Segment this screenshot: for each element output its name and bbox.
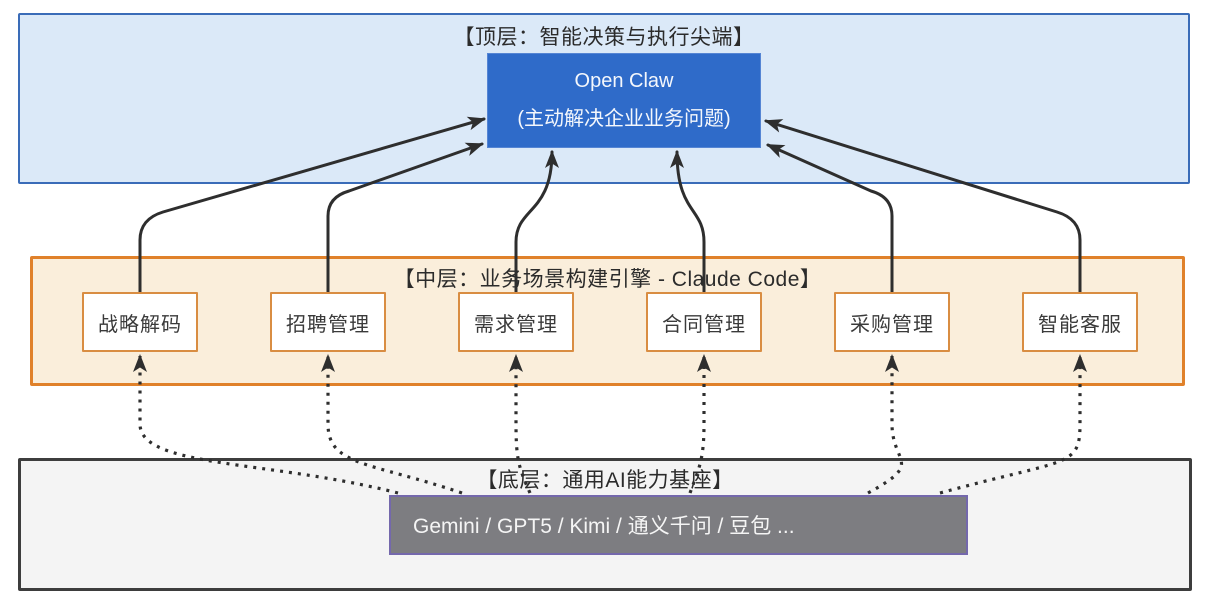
module-contract-management: 合同管理	[646, 292, 762, 352]
open-claw-title: Open Claw	[574, 70, 674, 92]
module-procurement-management: 采购管理	[834, 292, 950, 352]
open-claw-subtitle: (主动解决企业业务问题)	[517, 108, 731, 130]
module-strategy-decoding: 战略解码	[82, 292, 198, 352]
module-intelligent-customer-service: 智能客服	[1022, 292, 1138, 352]
ai-base-models-label: Gemini / GPT5 / Kimi / 通义千问 / 豆包 ...	[413, 515, 795, 538]
bottom-layer-title: 【底层：通用AI能力基座】	[476, 469, 734, 492]
middle-layer-panel: 【中层：业务场景构建引擎 - Claude Code】	[30, 256, 1185, 386]
module-recruiting-management: 招聘管理	[270, 292, 386, 352]
ai-base-models-node: Gemini / GPT5 / Kimi / 通义千问 / 豆包 ...	[389, 495, 968, 555]
middle-layer-title: 【中层：业务场景构建引擎 - Claude Code】	[393, 268, 822, 291]
top-layer-title: 【顶层：智能决策与执行尖端】	[453, 26, 755, 49]
module-requirements-management: 需求管理	[458, 292, 574, 352]
open-claw-node: Open Claw (主动解决企业业务问题)	[487, 53, 761, 148]
